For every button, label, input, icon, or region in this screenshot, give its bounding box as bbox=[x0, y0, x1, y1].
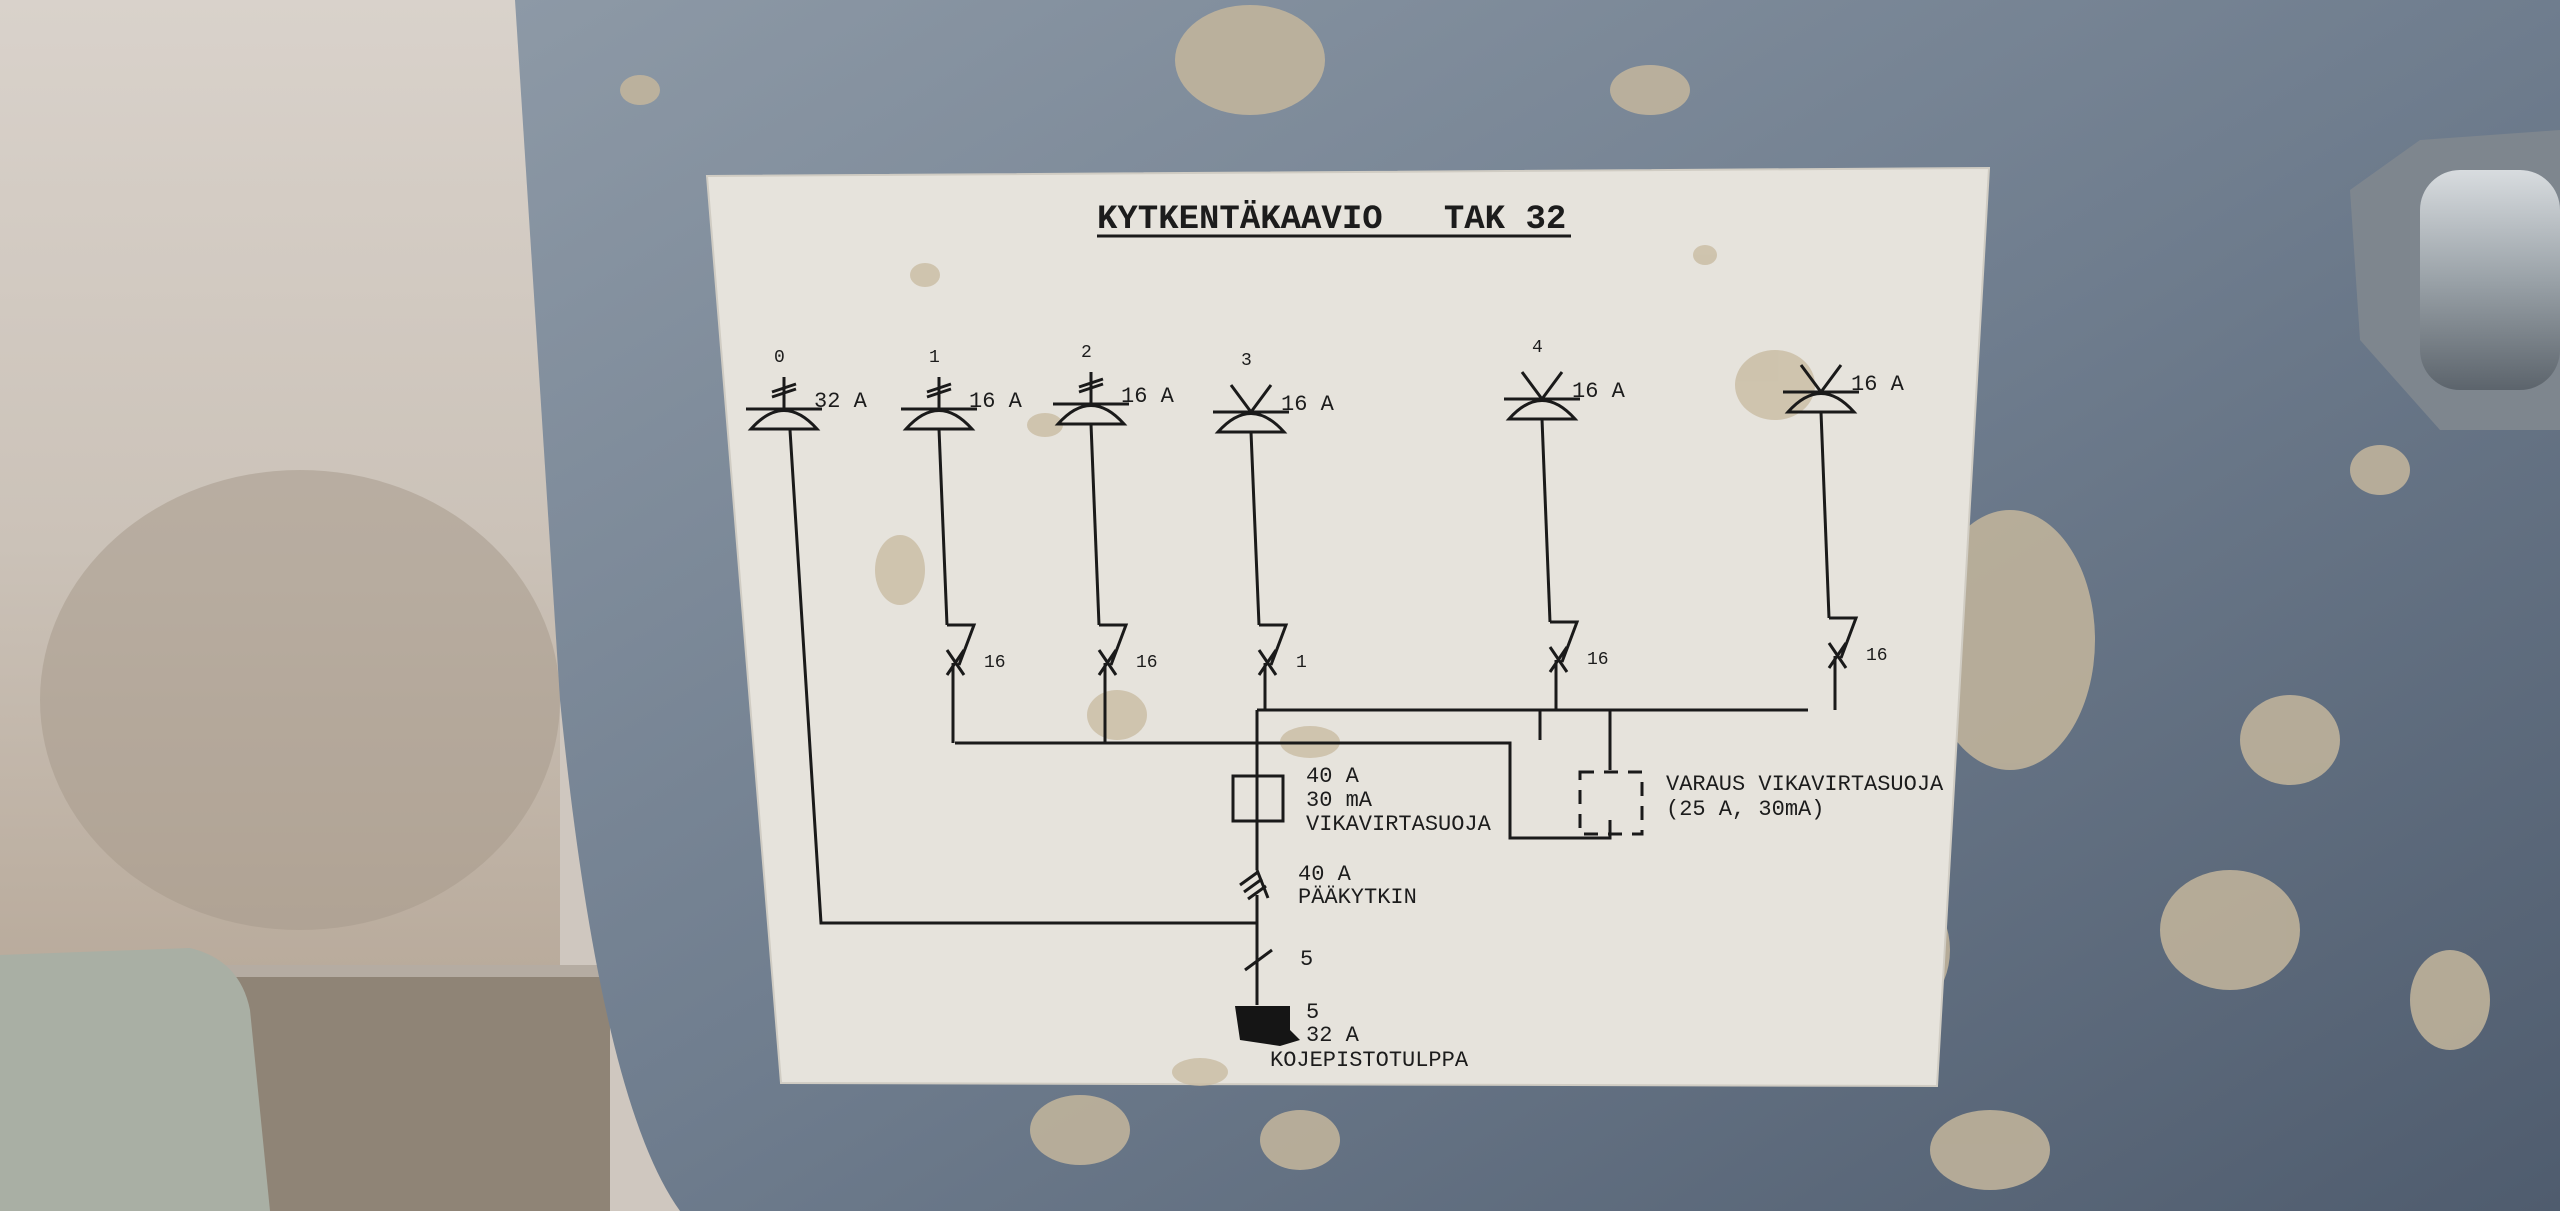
floor-strip bbox=[210, 970, 610, 1211]
inlet-poles: 5 bbox=[1306, 1000, 1319, 1025]
breaker-rating: 16 bbox=[1136, 653, 1158, 673]
wiring bbox=[788, 429, 1808, 1005]
label-dust bbox=[875, 245, 1815, 1086]
cable-poles: 5 bbox=[1300, 947, 1313, 972]
outlet-4: 4 16 A 16 bbox=[1504, 338, 1626, 710]
outlets: 0 32 A 1 16 A 16 2 16 A 16 3 16 A 1 4 16 A 16 16 A 16 bbox=[746, 338, 1905, 743]
diagram-title: KYTKENTÄKAAVIO TAK 32 bbox=[1097, 201, 1566, 239]
breaker-symbol bbox=[1097, 623, 1129, 743]
bolt bbox=[2350, 130, 2560, 430]
breaker-symbol bbox=[1827, 616, 1859, 710]
main-switch-rating: 40 A bbox=[1298, 862, 1352, 887]
branch-wire bbox=[1249, 431, 1261, 626]
single-phase-mark-icon bbox=[1229, 384, 1273, 415]
three-phase-mark-icon bbox=[926, 377, 952, 409]
outlet-3: 3 16 A 1 bbox=[1213, 351, 1335, 710]
outlet-number: 0 bbox=[774, 348, 785, 368]
gray-container bbox=[0, 948, 270, 1211]
breaker-symbol bbox=[1548, 620, 1580, 710]
breaker-rating: 16 bbox=[984, 653, 1006, 673]
breaker-symbol bbox=[945, 623, 977, 743]
outlet-number: 4 bbox=[1532, 338, 1543, 358]
outlet-1: 1 16 A 16 bbox=[901, 348, 1023, 743]
reserve-rcd-name: VARAUS VIKAVIRTASUOJA bbox=[1666, 772, 1944, 797]
single-phase-mark-icon bbox=[1799, 364, 1843, 395]
outlet-rating: 16 A bbox=[1572, 379, 1626, 404]
rcd-symbol bbox=[1231, 774, 1285, 823]
inlet-symbol bbox=[1235, 1006, 1300, 1046]
inlet-rating: 32 A bbox=[1306, 1023, 1360, 1048]
main-switch-name: PÄÄKYTKIN bbox=[1298, 885, 1417, 910]
label-paper bbox=[705, 166, 1991, 1088]
branch-wire bbox=[1819, 411, 1831, 619]
cable-pole-mark bbox=[1244, 948, 1273, 972]
three-phase-mark-icon bbox=[1078, 372, 1104, 404]
outlet-2: 2 16 A 16 bbox=[1053, 343, 1175, 743]
outlet-number: 1 bbox=[929, 348, 940, 368]
wall-shadow bbox=[40, 470, 560, 930]
main-switch-symbol bbox=[1239, 869, 1270, 901]
branch-wire bbox=[1540, 418, 1552, 623]
outlet-number: 3 bbox=[1241, 351, 1252, 371]
floor-edge bbox=[210, 965, 610, 977]
outlet-rating: 16 A bbox=[1281, 392, 1335, 417]
breaker-rating: 16 bbox=[1587, 650, 1609, 670]
outlet-number: 2 bbox=[1081, 343, 1092, 363]
rcd-name: VIKAVIRTASUOJA bbox=[1306, 812, 1492, 837]
breaker-rating: 1 bbox=[1296, 653, 1307, 673]
three-phase-mark-icon bbox=[771, 377, 797, 409]
rcd-sensitivity: 30 mA bbox=[1306, 788, 1373, 813]
outlet-rating: 32 A bbox=[814, 389, 868, 414]
outlet-0: 0 32 A bbox=[746, 348, 868, 431]
single-phase-mark-icon bbox=[1520, 371, 1564, 402]
reserve-rcd-rating: (25 A, 30mA) bbox=[1666, 797, 1824, 822]
outlet-rating: 16 A bbox=[969, 389, 1023, 414]
reserve-rcd-symbol bbox=[1578, 770, 1644, 836]
outlet-rating: 16 A bbox=[1851, 372, 1905, 397]
branch-wire bbox=[1089, 423, 1101, 626]
branch-wire bbox=[937, 428, 949, 626]
outlet-rating: 16 A bbox=[1121, 384, 1175, 409]
outlet-5: 16 A 16 bbox=[1783, 364, 1905, 710]
inlet-name: KOJEPISTOTULPPA bbox=[1270, 1048, 1469, 1073]
rcd-rating: 40 A bbox=[1306, 764, 1360, 789]
breaker-symbol bbox=[1257, 623, 1289, 710]
breaker-rating: 16 bbox=[1866, 646, 1888, 666]
